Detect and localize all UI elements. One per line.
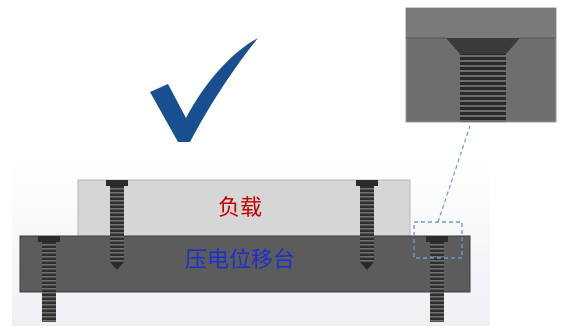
screw-right-inner [356, 180, 378, 270]
screw-left-inner [106, 180, 128, 270]
piezo-stage-block [19, 235, 471, 293]
zoom-inset [405, 7, 557, 123]
checkmark-icon [150, 38, 258, 142]
piezo-stage-label: 压电位移台 [184, 248, 295, 273]
screw-left-outer [38, 236, 60, 322]
callout-line [437, 125, 471, 223]
load-block [77, 179, 411, 237]
load-label: 负载 [217, 196, 262, 221]
screw-right-outer [426, 236, 448, 322]
